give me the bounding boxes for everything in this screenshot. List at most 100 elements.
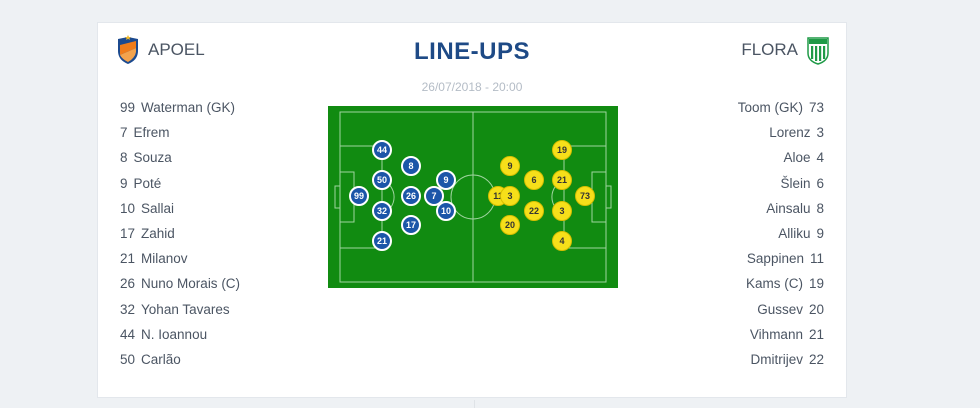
home-lineup-list: 99 Waterman (GK) 7 Efrem 8 Souza 9 Poté 10 Sa… xyxy=(120,95,240,372)
player-number: 73 xyxy=(808,100,824,115)
player-number: 9 xyxy=(816,225,824,241)
home-player-marker[interactable]: 9 xyxy=(436,170,456,190)
home-player-marker[interactable]: 8 xyxy=(401,156,421,176)
flora-crest-icon xyxy=(807,37,829,65)
home-player-marker[interactable]: 32 xyxy=(372,201,392,221)
player-name: Poté xyxy=(133,175,162,191)
away-player-marker[interactable]: 3 xyxy=(500,186,520,206)
player-name: Aloe xyxy=(783,150,811,166)
home-player-row[interactable]: 17 Zahid xyxy=(120,221,240,246)
player-name: Gussev xyxy=(757,301,803,317)
away-player-marker[interactable]: 4 xyxy=(552,231,572,251)
away-player-marker[interactable]: 22 xyxy=(524,201,544,221)
player-number: 44 xyxy=(120,326,136,342)
away-team-name: FLORA xyxy=(741,40,798,59)
player-number: 9 xyxy=(120,175,128,191)
away-player-marker[interactable]: 20 xyxy=(500,215,520,235)
player-name: Sallai xyxy=(141,200,175,216)
away-player-row[interactable]: Toom (GK) 73 xyxy=(738,95,824,120)
home-player-marker[interactable]: 21 xyxy=(372,231,392,251)
player-name: Kams (C) xyxy=(745,276,803,292)
player-number: 4 xyxy=(816,150,824,166)
page-title: LINE-UPS xyxy=(413,38,530,65)
player-name: Souza xyxy=(133,150,172,166)
home-player-marker[interactable]: 7 xyxy=(424,186,444,206)
home-player-row[interactable]: 8 Souza xyxy=(120,145,240,170)
player-name: Šlein xyxy=(780,175,811,191)
player-name: Alliku xyxy=(778,225,811,241)
player-number: 6 xyxy=(816,175,824,191)
away-player-row[interactable]: Dmitrijev 22 xyxy=(738,347,824,372)
away-lineup-list: Toom (GK) 73 Lorenz 3 Aloe 4 Šlein 6 Ainsalu… xyxy=(738,95,824,372)
player-number: 20 xyxy=(808,301,824,317)
away-player-row[interactable]: Vihmann 21 xyxy=(738,322,824,347)
home-team-name: APOEL xyxy=(148,40,205,59)
divider xyxy=(474,400,475,408)
away-player-row[interactable]: Alliku 9 xyxy=(738,221,824,246)
home-player-row[interactable]: 7 Efrem xyxy=(120,120,240,145)
player-number: 99 xyxy=(120,100,136,115)
player-name: Efrem xyxy=(133,125,170,141)
away-player-row[interactable]: Sappinen 11 xyxy=(738,246,824,271)
player-number: 32 xyxy=(120,301,136,317)
player-name: Zahid xyxy=(141,225,175,241)
player-number: 22 xyxy=(808,351,824,367)
home-player-marker[interactable]: 44 xyxy=(372,140,392,160)
player-name: N. Ioannou xyxy=(141,326,208,342)
player-name: Ainsalu xyxy=(766,200,811,216)
player-number: 17 xyxy=(120,225,136,241)
home-player-row[interactable]: 10 Sallai xyxy=(120,196,240,221)
player-number: 50 xyxy=(120,351,136,367)
player-number: 21 xyxy=(808,326,824,342)
home-team-header[interactable]: APOEL xyxy=(116,35,205,65)
match-date: 26/07/2018 - 20:00 xyxy=(421,80,523,94)
player-number: 7 xyxy=(120,125,128,141)
player-number: 8 xyxy=(816,200,824,216)
player-number: 10 xyxy=(120,200,136,216)
apoel-crest-icon xyxy=(118,35,138,64)
home-player-row[interactable]: 21 Milanov xyxy=(120,246,240,271)
formation-pitch: 44 8 50 9 99 26 7 32 10 17 21 19 9 6 21 … xyxy=(328,106,618,288)
home-player-marker[interactable]: 50 xyxy=(372,170,392,190)
away-player-row[interactable]: Aloe 4 xyxy=(738,145,824,170)
away-player-row[interactable]: Lorenz 3 xyxy=(738,120,824,145)
away-player-row[interactable]: Šlein 6 xyxy=(738,171,824,196)
home-player-row[interactable]: 26 Nuno Morais (C) xyxy=(120,271,240,296)
player-number: 3 xyxy=(816,125,824,141)
player-name: Vihmann xyxy=(749,326,803,342)
player-name: Waterman (GK) xyxy=(141,100,236,115)
home-player-marker[interactable]: 17 xyxy=(401,215,421,235)
away-player-row[interactable]: Ainsalu 8 xyxy=(738,196,824,221)
away-player-marker[interactable]: 6 xyxy=(524,170,544,190)
away-player-row[interactable]: Gussev 20 xyxy=(738,297,824,322)
player-name: Milanov xyxy=(141,251,188,267)
away-player-marker[interactable]: 21 xyxy=(552,170,572,190)
player-name: Yohan Tavares xyxy=(141,301,230,317)
player-name: Carlão xyxy=(141,351,181,367)
home-player-row[interactable]: 99 Waterman (GK) xyxy=(120,95,240,120)
away-player-marker[interactable]: 19 xyxy=(552,140,572,160)
away-player-marker[interactable]: 73 xyxy=(575,186,595,206)
home-player-marker[interactable]: 99 xyxy=(349,186,369,206)
away-player-row[interactable]: Kams (C) 19 xyxy=(738,271,824,296)
home-player-marker[interactable]: 26 xyxy=(401,186,421,206)
player-number: 21 xyxy=(120,251,136,267)
player-number: 26 xyxy=(120,276,136,292)
player-name: Sappinen xyxy=(746,251,804,267)
home-player-row[interactable]: 44 N. Ioannou xyxy=(120,322,240,347)
player-number: 8 xyxy=(120,150,128,166)
home-player-row[interactable]: 32 Yohan Tavares xyxy=(120,297,240,322)
player-name: Nuno Morais (C) xyxy=(141,276,241,292)
away-player-marker[interactable]: 3 xyxy=(552,201,572,221)
home-player-row[interactable]: 9 Poté xyxy=(120,171,240,196)
away-team-header[interactable]: FLORA xyxy=(741,35,830,65)
player-name: Toom (GK) xyxy=(737,100,803,115)
home-player-row[interactable]: 50 Carlão xyxy=(120,347,240,372)
player-name: Lorenz xyxy=(769,125,811,141)
home-player-marker[interactable]: 10 xyxy=(436,201,456,221)
player-number: 11 xyxy=(809,251,824,267)
lineups-card: APOEL LINE-UPS 26/07/2018 - 20:00 FLORA … xyxy=(97,22,847,398)
player-number: 19 xyxy=(808,276,824,292)
away-player-marker[interactable]: 9 xyxy=(500,156,520,176)
player-name: Dmitrijev xyxy=(750,351,803,367)
